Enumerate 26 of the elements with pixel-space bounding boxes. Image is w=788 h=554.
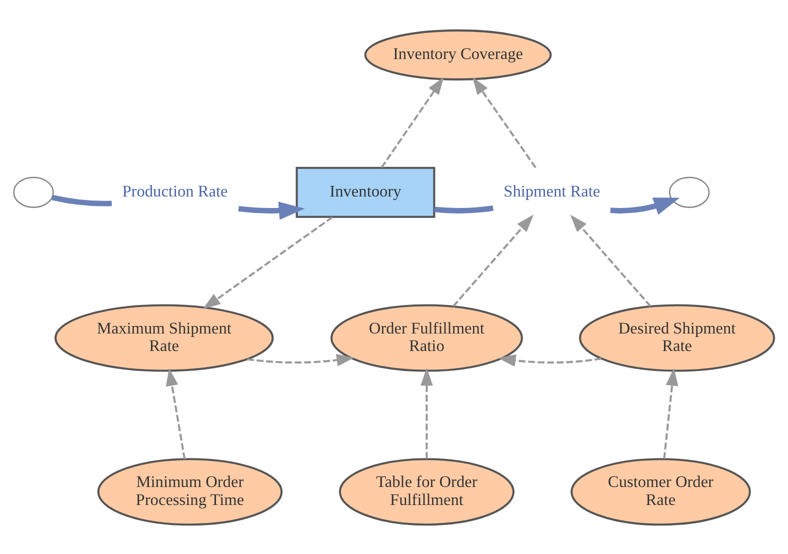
- node-ellipse: Maximum Shipment Rate: [54, 304, 274, 372]
- node-text: Shipment Rate: [504, 181, 600, 200]
- arrow: [380, 76, 444, 168]
- arrow: [166, 368, 186, 459]
- arrow: [420, 367, 433, 458]
- node-text: Production Rate: [122, 181, 228, 200]
- node-ellipse: Inventory Coverage: [364, 28, 552, 80]
- node-ellipse: Customer Order Rate: [570, 458, 751, 526]
- node-ellipse: Desired Shipment Rate: [578, 304, 776, 372]
- arrow: [202, 216, 333, 309]
- arrow: [238, 201, 305, 220]
- node-ellipse: Minimum Order Processing Time: [97, 458, 283, 526]
- node-ellipse: Order Fulfillment Ratio: [330, 304, 523, 372]
- connector: [434, 205, 494, 213]
- connector: [52, 194, 112, 206]
- arrow: [570, 214, 652, 306]
- arrow: [472, 76, 536, 168]
- arrow: [498, 354, 602, 366]
- arrow: [452, 214, 534, 306]
- node-ellipse: Table for Order Fulfillment: [338, 458, 514, 526]
- arrow: [247, 353, 354, 366]
- arrow: [663, 367, 678, 458]
- node-box: Inventoory: [296, 166, 436, 218]
- node-cloud: [13, 176, 54, 208]
- arrow: [610, 197, 680, 214]
- node-cloud: [668, 176, 710, 208]
